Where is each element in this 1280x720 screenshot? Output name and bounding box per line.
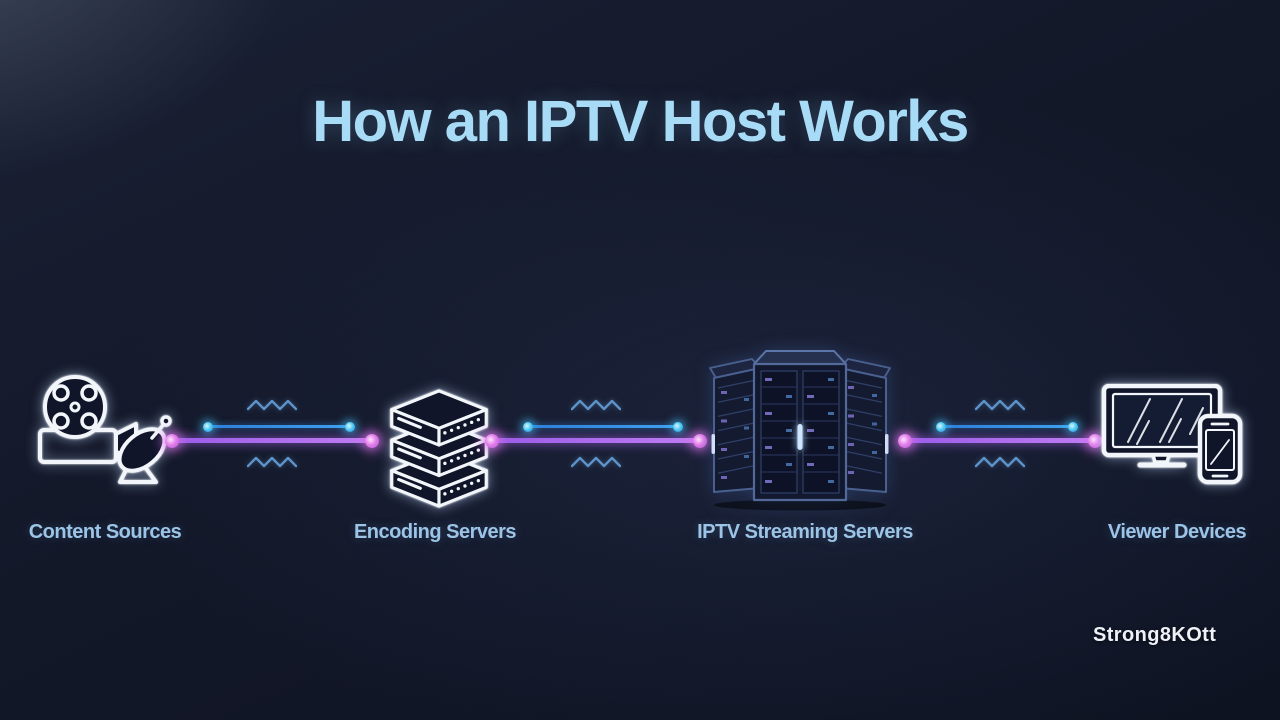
stacked-servers-icon: [390, 389, 488, 508]
link-content-to-encoding: [165, 398, 379, 474]
page-title: How an IPTV Host Works: [312, 89, 969, 154]
stream-endpoint-dot: [673, 421, 683, 432]
link-streaming-to-viewers: [898, 398, 1102, 474]
data-stream-line-secondary: [523, 421, 683, 432]
signal-wave-icon: [975, 399, 1025, 411]
node-label-iptv-streaming-servers: IPTV Streaming Servers: [697, 521, 913, 543]
stream-endpoint-dot: [1088, 433, 1102, 448]
link-encoding-to-streaming: [485, 398, 707, 474]
signal-wave-icon: [247, 399, 297, 411]
stream-endpoint-dot: [898, 433, 912, 448]
brand-watermark: Strong8KOtt: [1093, 624, 1217, 646]
film-camera-and-satellite-dish-icon: [38, 375, 172, 484]
stream-endpoint-dot: [693, 433, 707, 448]
data-stream-line-primary: [165, 433, 379, 448]
stream-endpoint-dot: [365, 433, 379, 448]
node-label-viewer-devices: Viewer Devices: [1107, 521, 1247, 543]
data-stream-line-secondary: [936, 421, 1078, 432]
stream-endpoint-dot: [1068, 421, 1078, 432]
node-label-encoding-servers: Encoding Servers: [353, 521, 517, 543]
stream-endpoint-dot: [523, 421, 533, 432]
server-racks-icon: [709, 350, 891, 511]
node-label-content-sources: Content Sources: [28, 521, 182, 543]
stream-endpoint-dot: [165, 433, 179, 448]
signal-wave-icon: [571, 399, 621, 411]
tv-and-smartphone-icon: [1101, 384, 1243, 485]
data-stream-line-primary: [485, 433, 707, 448]
stream-endpoint-dot: [345, 421, 355, 432]
signal-wave-icon: [975, 456, 1025, 468]
signal-wave-icon: [571, 456, 621, 468]
stream-endpoint-dot: [936, 421, 946, 432]
data-stream-line-primary: [898, 433, 1102, 448]
data-stream-line-secondary: [203, 421, 355, 432]
stream-endpoint-dot: [485, 433, 499, 448]
stream-endpoint-dot: [203, 421, 213, 432]
signal-wave-icon: [247, 456, 297, 468]
